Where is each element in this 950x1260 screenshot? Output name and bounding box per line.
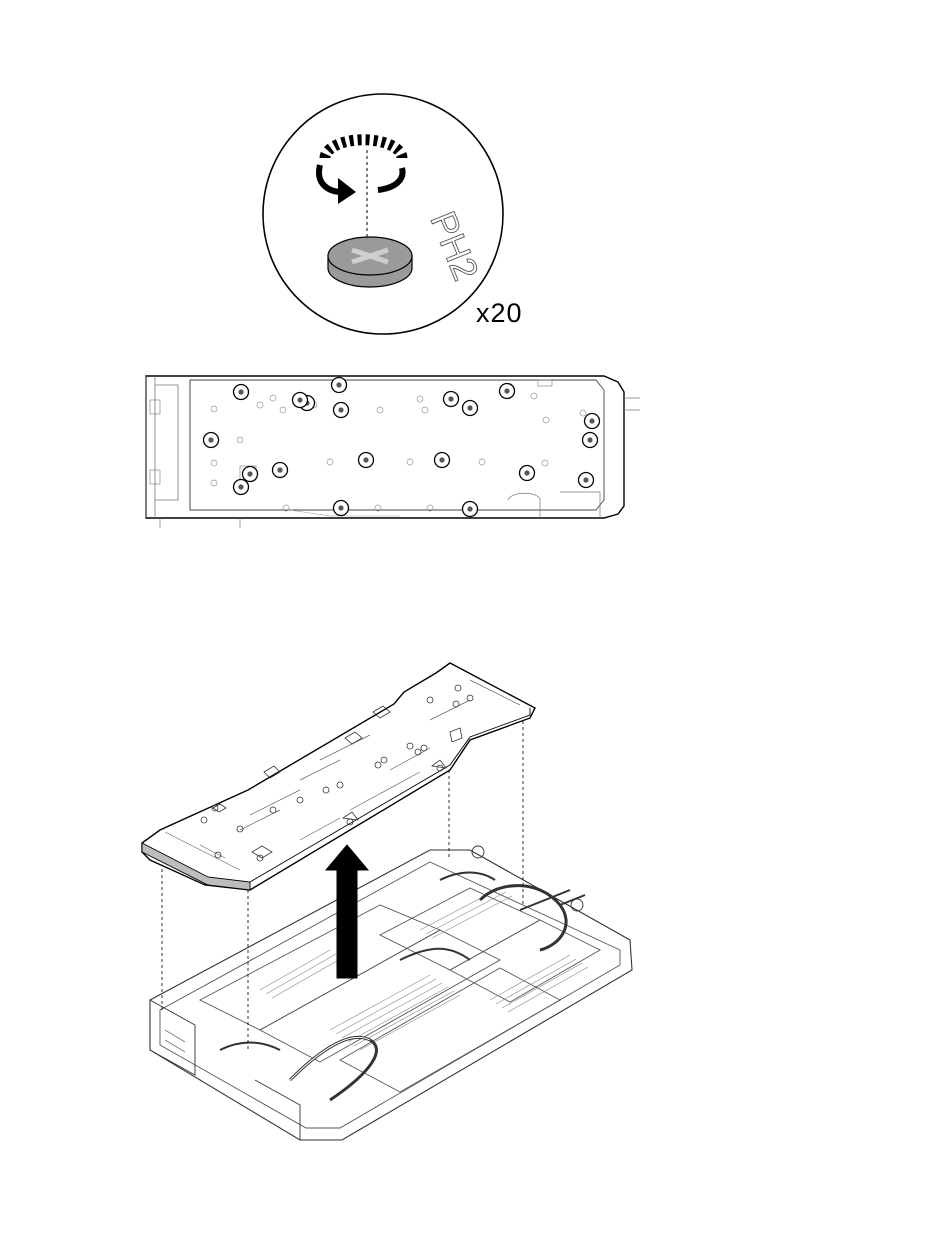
circled-screw-icon <box>435 453 450 468</box>
circled-screw-icon <box>359 453 374 468</box>
circled-screw-icon <box>463 502 478 517</box>
circled-screw-icon <box>500 384 515 399</box>
circled-screw-icon <box>234 385 249 400</box>
plate-top-view <box>146 376 640 528</box>
circled-screw-icon <box>204 433 219 448</box>
phillips-screw-head-icon <box>328 237 412 287</box>
circled-screw-icon <box>520 466 535 481</box>
circled-screw-icon <box>585 414 600 429</box>
plate-removal-view <box>142 663 632 1140</box>
circled-screw-icon <box>463 401 478 416</box>
quantity-label: x20 <box>476 298 523 329</box>
circled-screw-icon <box>583 433 598 448</box>
circled-screw-icon <box>293 393 308 408</box>
circled-screw-icon <box>444 392 459 407</box>
circled-screw-icon <box>579 473 594 488</box>
detail-callout: PH2 <box>263 94 503 334</box>
circled-screw-icon <box>234 480 249 495</box>
up-arrow-icon <box>326 845 368 978</box>
callout-circle <box>263 94 503 334</box>
node-tray <box>150 846 632 1140</box>
circled-screw-icon <box>273 463 288 478</box>
circled-screw-icon <box>332 378 347 393</box>
circled-screw-icon <box>334 501 349 516</box>
circled-screw-icon <box>243 467 258 482</box>
circled-screw-icon <box>334 403 349 418</box>
